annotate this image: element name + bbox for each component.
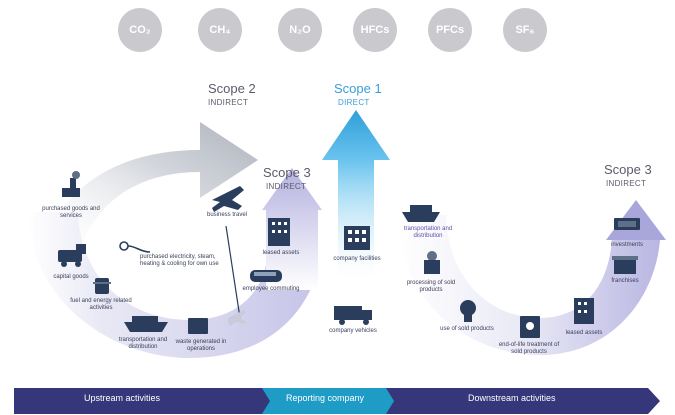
label-transport-downstream: transportation and distribution — [403, 226, 453, 239]
downstream-ship-icon — [402, 205, 440, 222]
scope1-subtitle: DIRECT — [338, 98, 370, 107]
company-building-icon — [344, 226, 370, 250]
scope3-upstream-subtitle: INDIRECT — [266, 182, 307, 191]
gas-ch4: CH₄ — [198, 8, 242, 52]
scope1-arrow — [322, 110, 390, 280]
faded-airplane-icon — [228, 310, 246, 326]
train-icon — [250, 270, 282, 282]
label-investments: investments — [610, 242, 643, 248]
ship-icon — [124, 316, 168, 332]
gas-n2o: N₂O — [278, 8, 322, 52]
label-processing: processing of sold products — [406, 280, 456, 293]
label-end-of-life: end-of-life treatment of sold products — [498, 342, 560, 355]
label-company-facilities: company facilities — [333, 256, 381, 262]
bar-downstream-label: Downstream activities — [468, 393, 556, 403]
scope2-arrow — [40, 122, 258, 255]
bar-upstream — [14, 388, 276, 414]
label-electricity: purchased electricity, steam, heating & … — [140, 254, 219, 267]
travel-line — [225, 225, 241, 319]
truck-icon — [58, 244, 86, 267]
label-use-of-sold: use of sold products — [440, 326, 494, 332]
gas-hfcs: HFCs — [353, 8, 397, 52]
scope2-title: Scope 2 — [208, 81, 256, 96]
label-capital-goods: capital goods — [53, 274, 89, 280]
bar-reporting — [262, 388, 400, 414]
factory-icon — [62, 171, 80, 197]
label-employee-commuting: employee commuting — [242, 286, 300, 292]
gas-pfcs: PFCs — [428, 8, 472, 52]
gas-co2: CO₂ — [118, 8, 162, 52]
investments-icon — [614, 218, 640, 230]
label-business-travel: business travel — [206, 212, 248, 218]
downstream-building-icon — [574, 298, 594, 324]
waste-bin-icon — [188, 318, 208, 334]
upstream-arc — [28, 205, 318, 358]
lightbulb-icon — [460, 300, 476, 322]
building-icon — [268, 218, 290, 246]
label-leased-assets-up: leased assets — [262, 250, 300, 256]
franchise-shop-icon — [612, 256, 638, 274]
fuel-icon — [93, 278, 111, 294]
gas-sf6: SF₆ — [503, 8, 547, 52]
scope2-subtitle: INDIRECT — [208, 98, 249, 107]
bar-downstream — [386, 388, 660, 414]
scope3-upstream-arrow — [262, 168, 322, 290]
label-franchises: franchises — [611, 278, 639, 284]
label-purchased-goods: purchased goods and services — [42, 206, 100, 219]
label-fuel-energy: fuel and energy related activities — [70, 298, 132, 311]
label-waste: waste generated in operations — [175, 339, 227, 352]
airplane-icon — [212, 186, 244, 212]
plug-icon — [119, 241, 151, 253]
label-leased-assets-down: leased assets — [565, 330, 603, 336]
scope3-downstream-subtitle: INDIRECT — [606, 179, 647, 188]
bar-upstream-label: Upstream activities — [84, 393, 161, 403]
label-transport-upstream: transportation and distribution — [118, 337, 168, 350]
downstream-arc — [398, 215, 660, 355]
scope1-title: Scope 1 — [334, 81, 382, 96]
gas-row: CO₂ CH₄ N₂O HFCs PFCs SF₆ — [118, 8, 558, 52]
processing-factory-icon — [424, 251, 440, 274]
label-company-vehicles: company vehicles — [329, 328, 377, 334]
bar-reporting-label: Reporting company — [286, 393, 365, 403]
scope3-upstream-title: Scope 3 — [263, 165, 311, 180]
company-truck-icon — [334, 306, 372, 325]
recycle-bin-icon — [520, 316, 540, 338]
scope3-downstream-title: Scope 3 — [604, 162, 652, 177]
